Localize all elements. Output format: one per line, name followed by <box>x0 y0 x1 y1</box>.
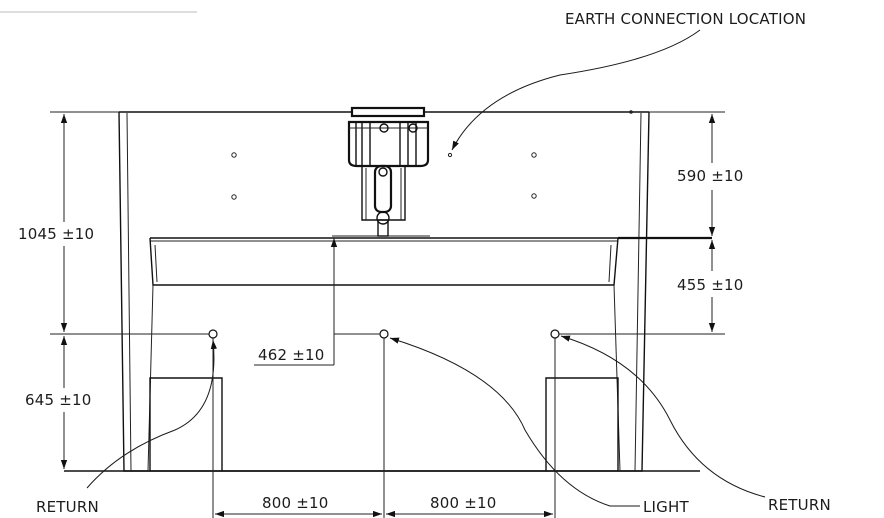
left-spacing-dim: 800 ±10 <box>262 494 328 512</box>
leaders <box>86 29 766 507</box>
light-port <box>379 329 389 339</box>
return-port-left <box>208 329 218 339</box>
mounting-holes <box>231 110 633 200</box>
middle-section-dim: 455 ±10 <box>677 276 743 294</box>
right-spacing-dim: 800 ±10 <box>430 494 496 512</box>
return-left-label: RETURN <box>36 498 99 516</box>
return-right-label: RETURN <box>768 496 831 514</box>
shelf <box>147 235 712 472</box>
port-height-dim: 645 ±10 <box>25 391 91 409</box>
return-port-right <box>550 329 560 339</box>
left-dimensions <box>50 111 209 469</box>
text-labels: EARTH CONNECTION LOCATION 1045 ±10 645 ±… <box>12 10 831 516</box>
light-label: LIGHT <box>643 498 689 516</box>
earth-connection-label: EARTH CONNECTION LOCATION <box>565 10 806 28</box>
light-offset-dim: 462 ±10 <box>258 346 324 364</box>
center-dimension <box>254 238 380 366</box>
overall-height-dim: 1045 ±10 <box>18 225 94 243</box>
right-dimensions <box>559 111 725 335</box>
feet <box>149 377 619 471</box>
top-section-dim: 590 ±10 <box>677 167 743 185</box>
pump-assembly <box>347 106 430 237</box>
bottom-dimensions <box>212 338 556 518</box>
ports <box>208 329 560 339</box>
tank-body <box>64 111 700 472</box>
